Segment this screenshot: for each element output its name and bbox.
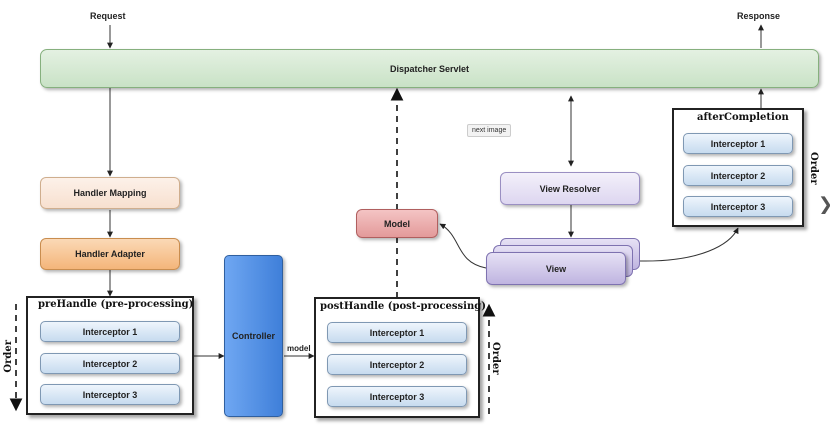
next-chevron-icon[interactable]: ❯ — [818, 196, 830, 214]
dispatcher-servlet: Dispatcher Servlet — [40, 49, 819, 88]
next-image-tooltip: next image — [467, 124, 512, 137]
handler-mapping-label: Handler Mapping — [73, 188, 147, 198]
posthandle-interceptor-2: Interceptor 2 — [327, 354, 467, 375]
prehandle-interceptor-2: Interceptor 2 — [40, 353, 180, 374]
posthandle-order-label: Order — [490, 342, 501, 375]
aftercompletion-order-label: Order — [808, 152, 819, 185]
view-to-aftercompletion-curve — [639, 227, 739, 262]
aftercompletion-title: afterCompletion — [697, 112, 789, 123]
view-node: View — [486, 252, 626, 285]
prehandle-interceptor-3: Interceptor 3 — [40, 384, 180, 405]
view-node-label: View — [545, 263, 567, 274]
view-to-model-curve — [439, 223, 487, 269]
controller-label: Controller — [231, 331, 275, 341]
posthandle-interceptor-1: Interceptor 1 — [327, 322, 467, 343]
aftercompletion-interceptor-1: Interceptor 1 — [683, 133, 793, 154]
prehandle-title: preHandle (pre-processing) — [38, 299, 194, 310]
response-label: Response — [737, 11, 781, 21]
handler-adapter: Handler Adapter — [40, 238, 180, 270]
dispatcher-servlet-label: Dispatcher Servlet — [389, 63, 470, 74]
aftercompletion-interceptor-3: Interceptor 3 — [683, 196, 793, 217]
controller: Controller — [224, 255, 283, 417]
view-resolver-label: View Resolver — [539, 183, 601, 194]
handler-mapping: Handler Mapping — [40, 177, 180, 209]
posthandle-title: postHandle (post-processing) — [320, 301, 486, 312]
posthandle-interceptor-3: Interceptor 3 — [327, 386, 467, 407]
prehandle-interceptor-1: Interceptor 1 — [40, 321, 180, 342]
prehandle-order-label: Order — [3, 340, 14, 373]
handler-adapter-label: Handler Adapter — [75, 249, 145, 259]
request-label: Request — [90, 11, 126, 21]
model-node: Model — [356, 209, 438, 238]
view-resolver: View Resolver — [500, 172, 640, 205]
aftercompletion-interceptor-2: Interceptor 2 — [683, 165, 793, 186]
model-edge-label: model — [287, 344, 311, 353]
model-node-label: Model — [384, 218, 410, 229]
